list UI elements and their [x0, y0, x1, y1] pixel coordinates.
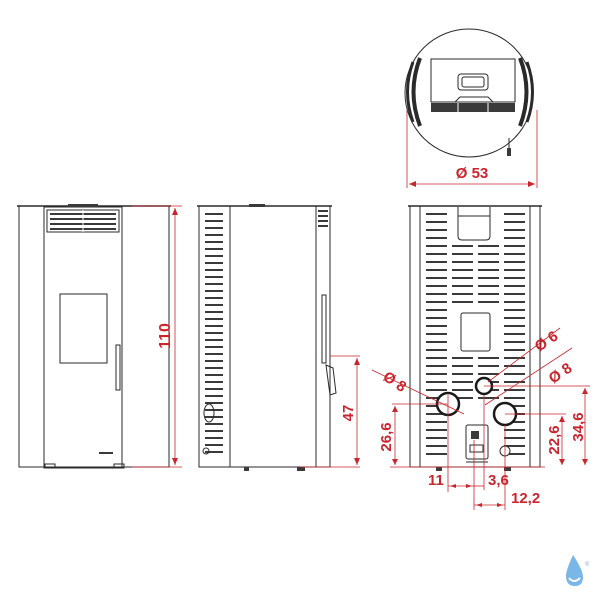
horizontal-dim-12-2: 12,2	[511, 490, 540, 507]
horizontal-dim-11: 11	[428, 472, 444, 489]
left-outlet-diameter: Ø 8	[380, 368, 410, 396]
top-diameter-label: Ø 53	[456, 165, 489, 182]
right-outlet-diameter: Ø 8	[546, 360, 576, 388]
front-view	[17, 204, 182, 469]
side-view	[197, 204, 360, 471]
left-outlet-height: 26,6	[378, 422, 395, 451]
right-outlet-height-a: 22,6	[546, 425, 563, 454]
right-outlet-height-b: 34,6	[570, 412, 587, 441]
top-view	[404, 28, 538, 188]
side-height-label: 47	[340, 405, 357, 422]
water-drop-logo: ®	[566, 555, 590, 586]
rear-view	[371, 205, 590, 510]
front-height-label: 110	[157, 323, 174, 349]
horizontal-dim-3-6: 3,6	[488, 472, 509, 489]
registered-mark: ®	[585, 561, 590, 568]
top-outlet-diameter: Ø 6	[532, 328, 562, 356]
